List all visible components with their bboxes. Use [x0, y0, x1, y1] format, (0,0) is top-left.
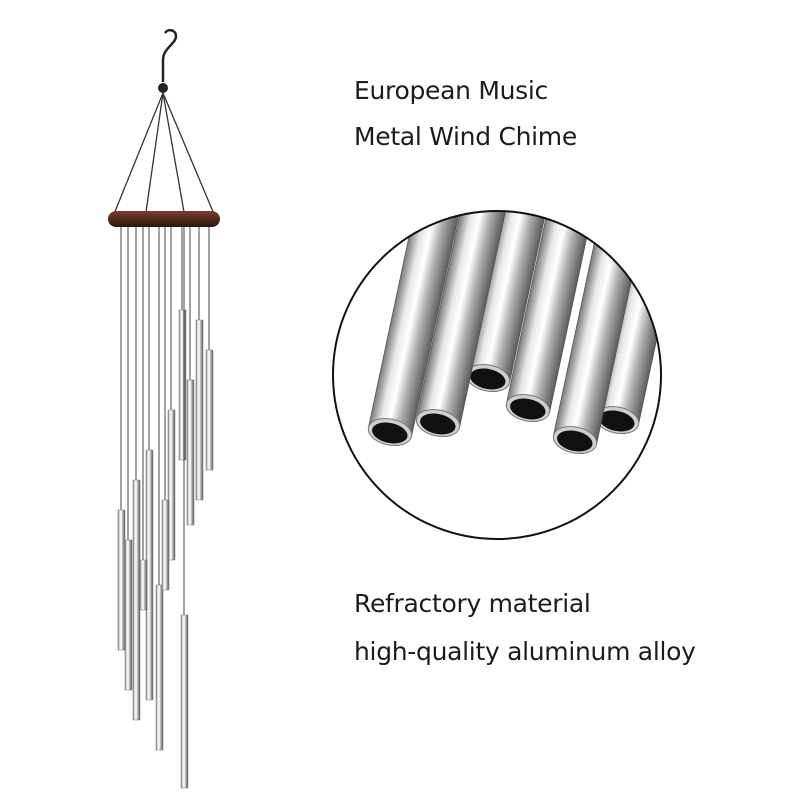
chime-tube: [155, 584, 164, 751]
wooden-ring: [108, 211, 220, 227]
chime-tube: [167, 409, 176, 561]
chime-tube: [124, 539, 133, 691]
closeup-tube: [415, 211, 544, 438]
chime-tube: [205, 349, 214, 471]
wind-chime: [108, 28, 220, 789]
chime-tube: [180, 614, 189, 789]
hanger-bead: [158, 83, 168, 93]
feature-line-1: Refractory material: [354, 589, 591, 618]
headline-line-1: European Music: [354, 76, 548, 105]
chime-tube: [195, 319, 204, 501]
hook-icon: [161, 28, 178, 82]
hanging-cords: [113, 92, 215, 215]
chime-tube: [139, 559, 148, 611]
closeup-tube: [465, 211, 594, 393]
closeup-tube: [594, 211, 661, 435]
headline-line-2: Metal Wind Chime: [354, 122, 577, 151]
chime-tube: [132, 479, 141, 721]
chime-tube: [178, 309, 187, 461]
feature-line-2: high-quality aluminum alloy: [354, 637, 696, 666]
chime-tube: [186, 379, 195, 526]
chime-tube: [161, 499, 170, 591]
chime-tube: [117, 509, 126, 651]
